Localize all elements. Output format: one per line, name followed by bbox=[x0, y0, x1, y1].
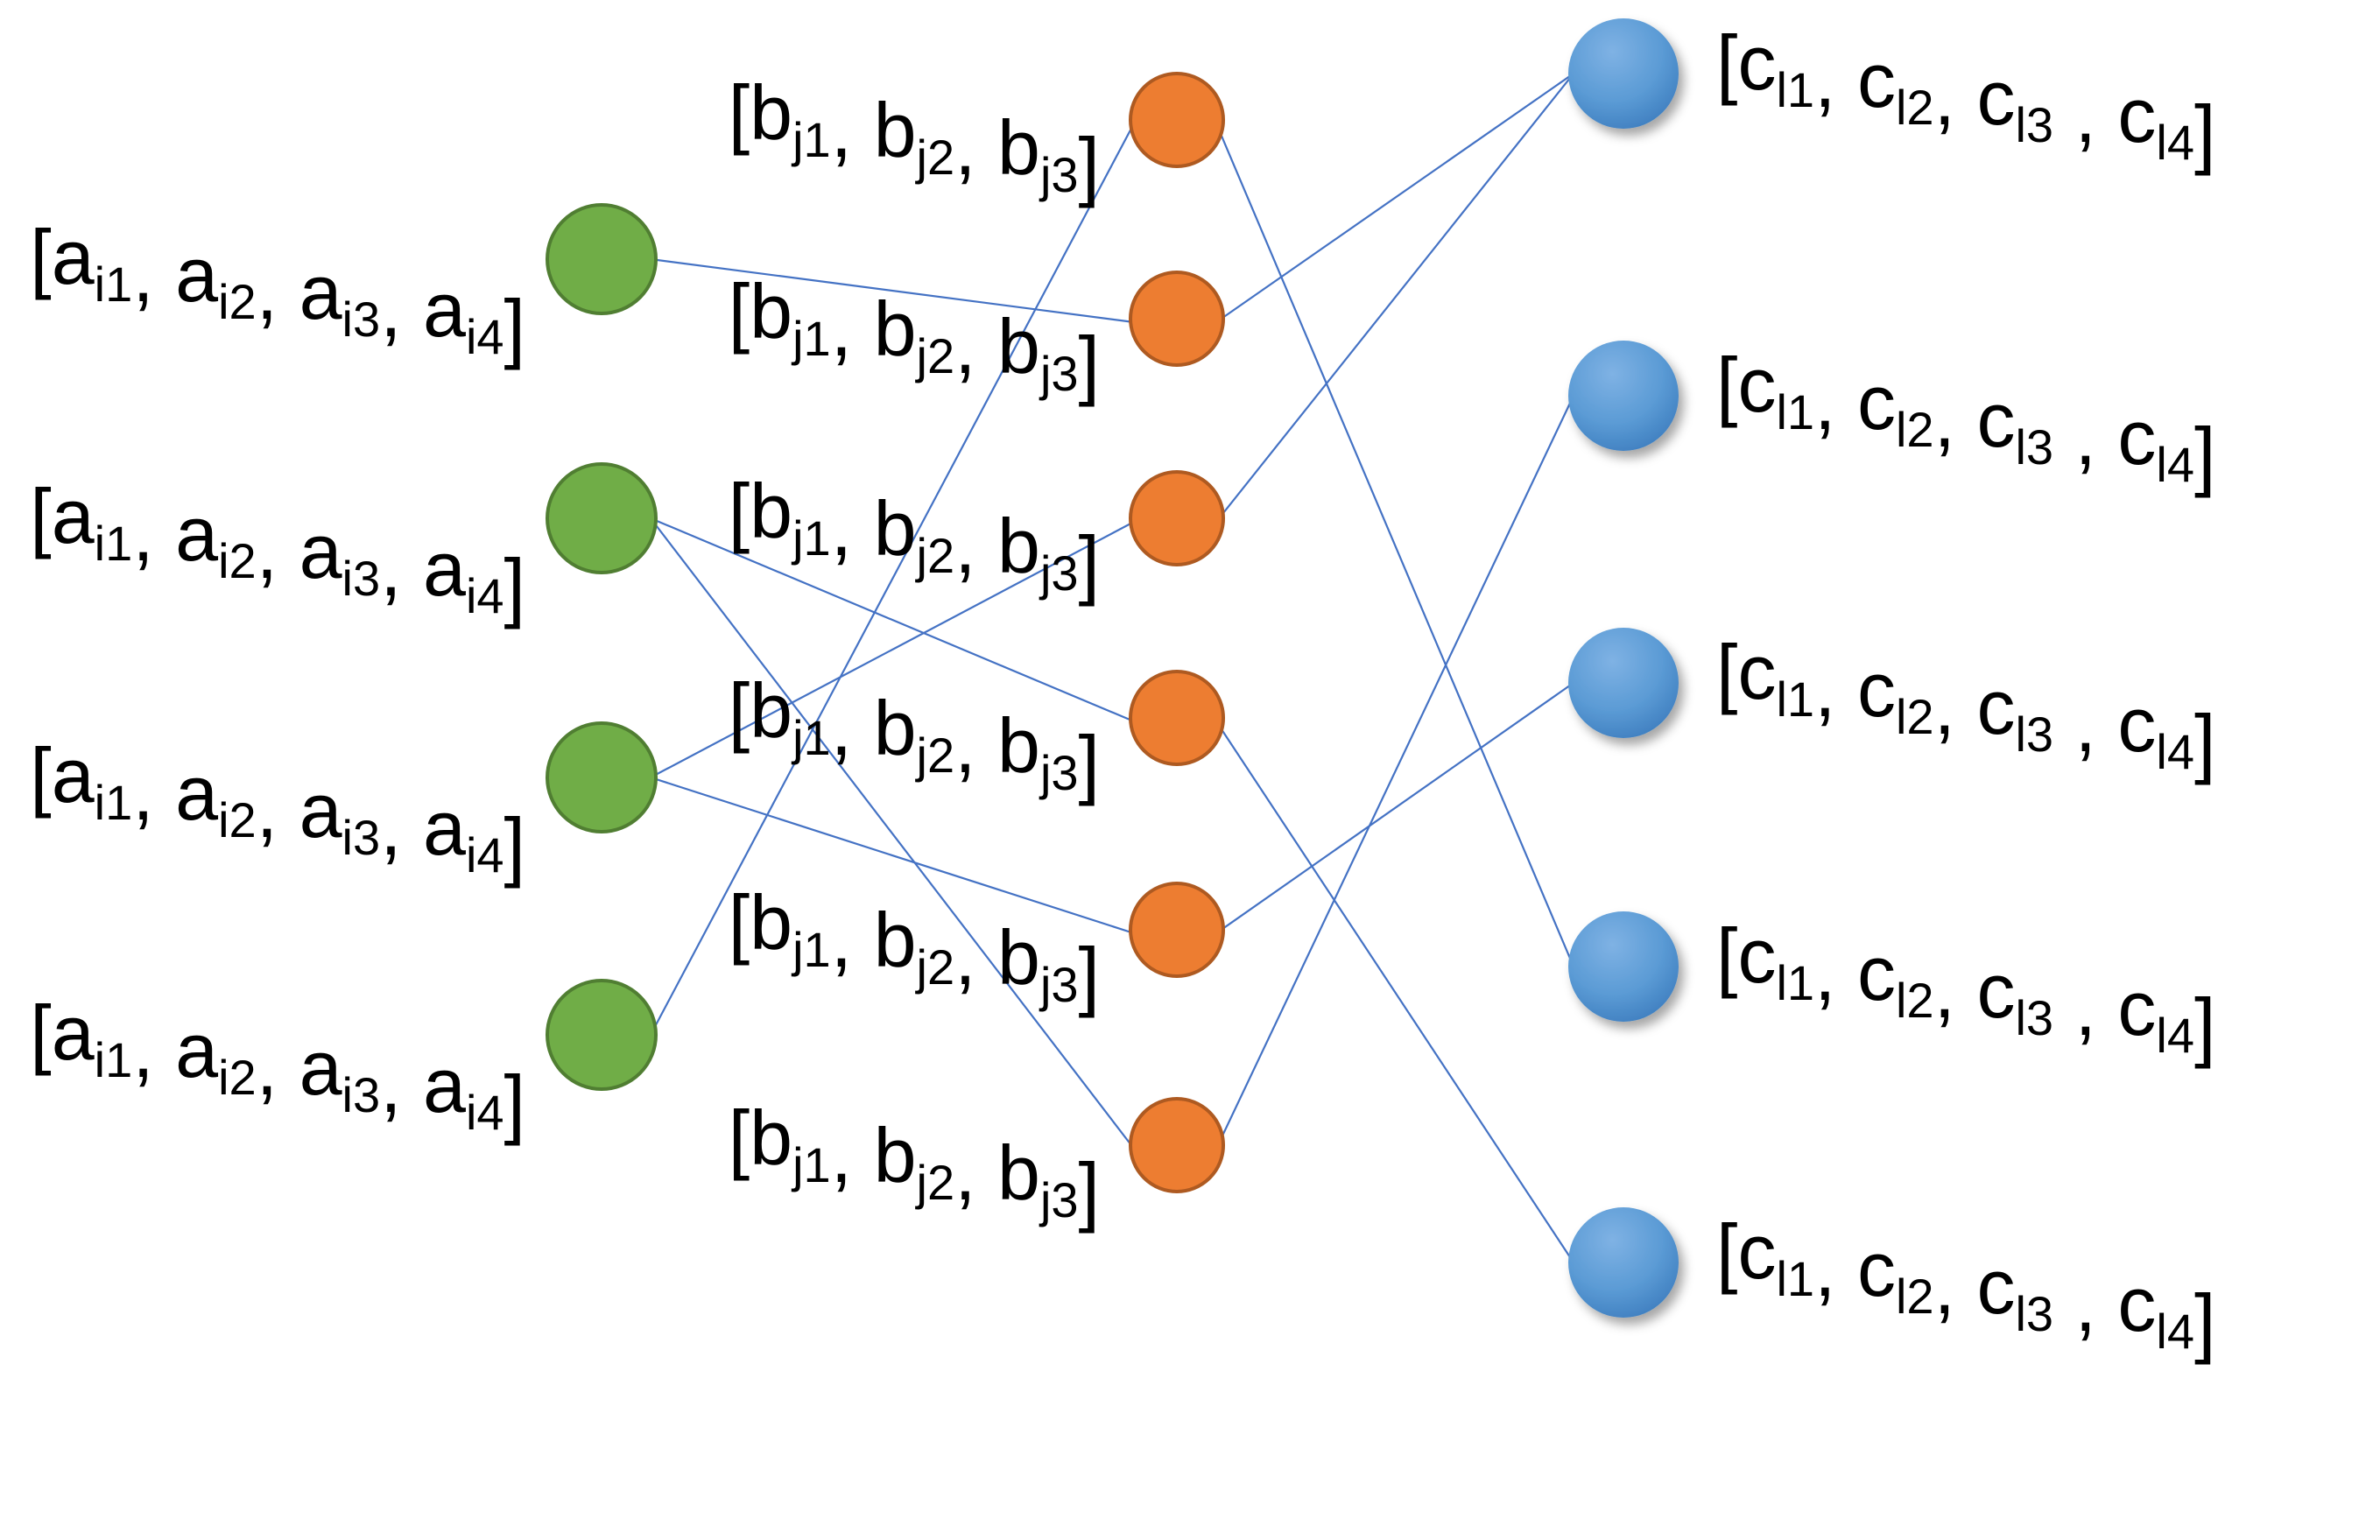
edges-group bbox=[650, 73, 1575, 1263]
edge-b2-c1 bbox=[1215, 73, 1574, 323]
node-b6 bbox=[1129, 1097, 1225, 1193]
edge-b1-c4 bbox=[1215, 123, 1575, 967]
label-b6: [bj1, bj2, bj3] bbox=[729, 1094, 1100, 1234]
node-c1 bbox=[1568, 18, 1679, 129]
node-b4 bbox=[1129, 670, 1225, 766]
label-a2: [ai1, ai2, ai3, ai4] bbox=[30, 473, 525, 629]
label-b4: [bj1, bj2, bj3] bbox=[729, 667, 1100, 806]
edge-a4-b1 bbox=[650, 123, 1135, 1036]
edge-b5-c3 bbox=[1215, 682, 1574, 934]
node-b1 bbox=[1129, 72, 1225, 168]
label-a4: [ai1, ai2, ai3, ai4] bbox=[30, 989, 525, 1146]
label-c2: [cl1, cl2, cl3 , cl4] bbox=[1716, 341, 2215, 498]
node-b3 bbox=[1129, 470, 1225, 566]
node-a2 bbox=[546, 462, 658, 574]
node-c3 bbox=[1568, 628, 1679, 738]
node-b2 bbox=[1129, 271, 1225, 367]
edge-a3-b3 bbox=[650, 521, 1135, 778]
edge-a3-b5 bbox=[650, 776, 1135, 935]
node-c5 bbox=[1568, 1207, 1679, 1318]
label-a3: [ai1, ai2, ai3, ai4] bbox=[30, 732, 525, 889]
edge-a2-b6 bbox=[650, 517, 1135, 1150]
label-b3: [bj1, bj2, bj3] bbox=[729, 468, 1100, 607]
label-c1: [cl1, cl2, cl3 , cl4] bbox=[1716, 19, 2215, 176]
node-a1 bbox=[546, 203, 658, 315]
label-c3: [cl1, cl2, cl3 , cl4] bbox=[1716, 629, 2215, 785]
node-c2 bbox=[1568, 341, 1679, 451]
labels-group: [ai1, ai2, ai3, ai4] [ai1, ai2, ai3, ai4]… bbox=[30, 19, 2215, 1365]
node-b5 bbox=[1129, 882, 1225, 978]
label-a1: [ai1, ai2, ai3, ai4] bbox=[30, 214, 525, 370]
edge-b4-c5 bbox=[1215, 721, 1574, 1263]
label-b2: [bj1, bj2, bj3] bbox=[729, 268, 1100, 407]
nodes-group bbox=[546, 18, 1679, 1318]
edge-a1-b2 bbox=[650, 257, 1135, 324]
edge-a2-b4 bbox=[650, 517, 1135, 723]
edge-b3-c1 bbox=[1215, 73, 1574, 523]
label-c5: [cl1, cl2, cl3 , cl4] bbox=[1716, 1208, 2215, 1365]
label-b5: [bj1, bj2, bj3] bbox=[729, 879, 1100, 1018]
label-c4: [cl1, cl2, cl3 , cl4] bbox=[1716, 912, 2215, 1069]
label-b1: [bj1, bj2, bj3] bbox=[729, 69, 1100, 208]
node-a4 bbox=[546, 979, 658, 1091]
node-c4 bbox=[1568, 911, 1679, 1022]
node-a3 bbox=[546, 721, 658, 833]
edge-b6-c2 bbox=[1215, 395, 1574, 1150]
